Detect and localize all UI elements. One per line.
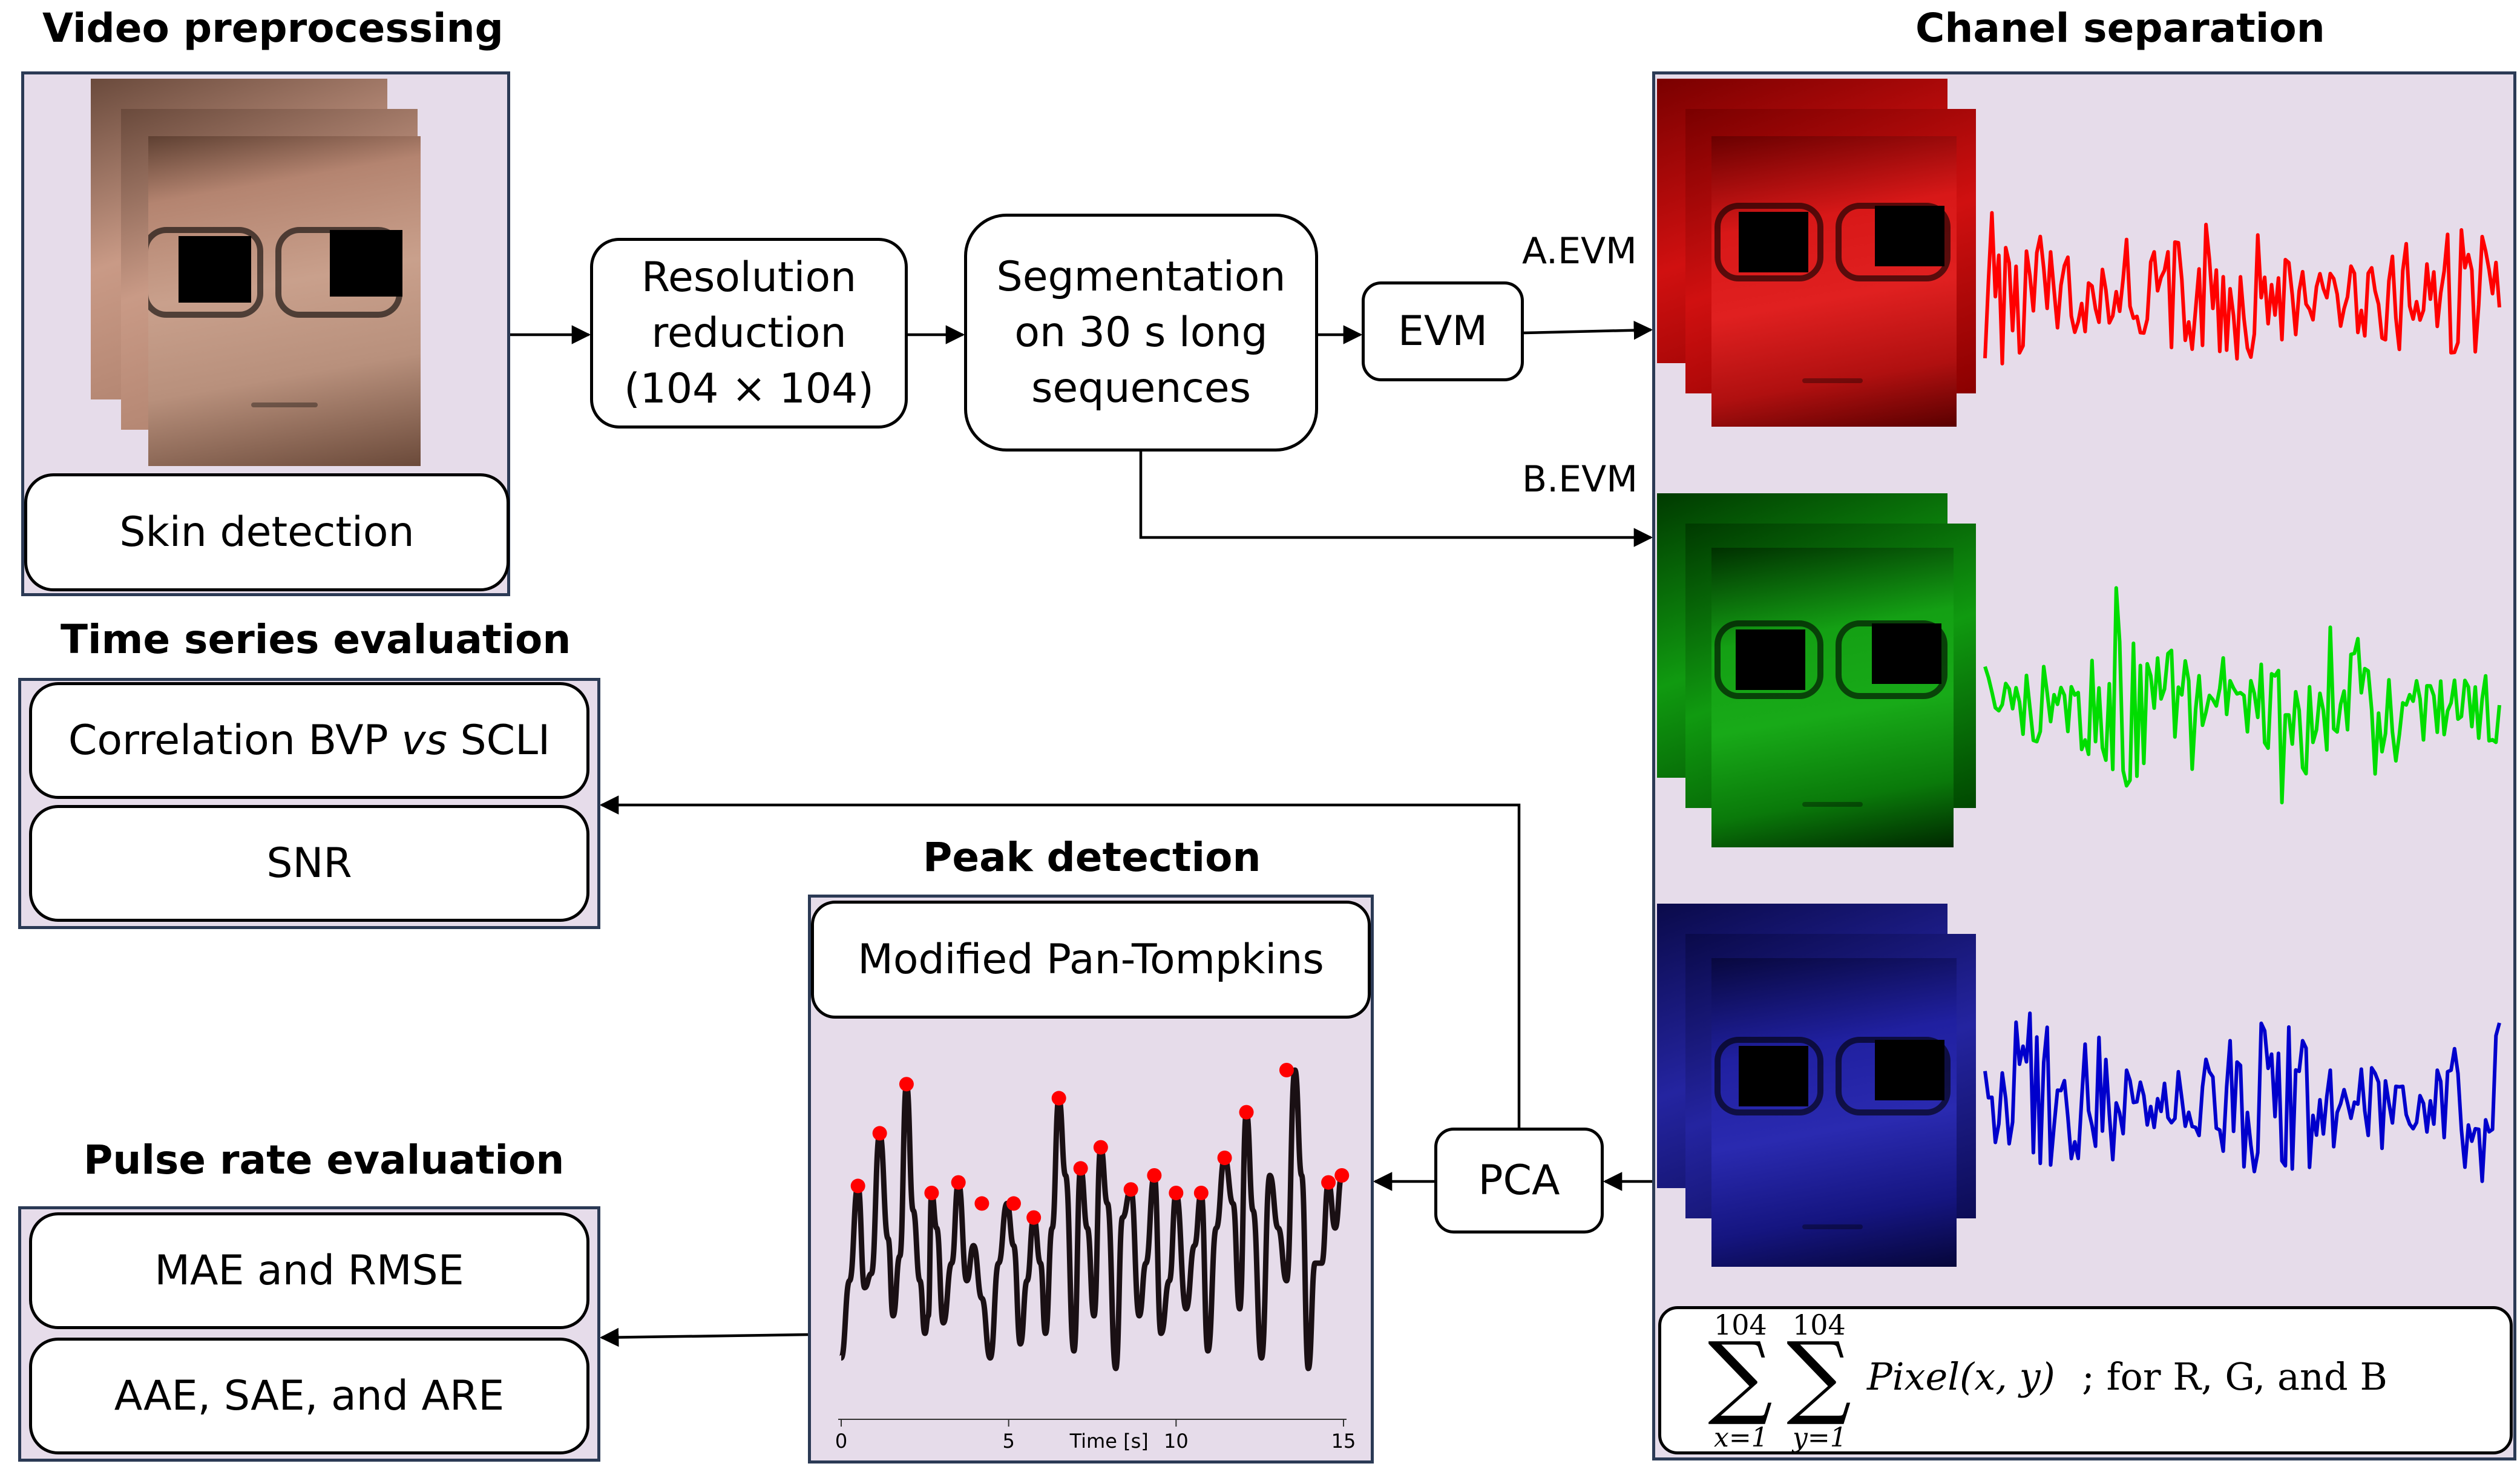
peak-marker: [924, 1186, 939, 1200]
red-channel-signal: [1983, 211, 2501, 366]
correlation-text-pre: Correlation BVP: [68, 716, 402, 764]
segmentation-line-3: sequences: [1031, 364, 1252, 412]
peak-x-tick-label: 0: [835, 1430, 847, 1453]
blue-face-frame-front: [1711, 958, 1957, 1267]
mae-rmse-box: MAE and RMSE: [29, 1212, 589, 1329]
formula-upper-limit-1: 104: [1714, 1309, 1767, 1341]
resolution-reduction-box: Resolution reduction (104 × 104): [590, 238, 908, 429]
edge-label-b-evm: B.EVM: [1522, 458, 1638, 501]
modified-pan-tompkins-box: Modified Pan-Tompkins: [811, 901, 1371, 1019]
red-face-frame-front: [1711, 136, 1957, 427]
formula-sigma-2: ∑: [1787, 1323, 1852, 1428]
peak-marker: [1169, 1186, 1184, 1200]
peak-detection-chart: 0 5 10 15 Time [s]: [835, 1063, 1356, 1453]
resolution-line-3: (104 × 104): [624, 364, 874, 413]
green-channel-signal: [1983, 586, 2501, 804]
peak-marker: [1147, 1168, 1162, 1183]
formula-lower-limit-1: x=1: [1714, 1422, 1768, 1453]
peak-marker: [1193, 1186, 1209, 1200]
green-face-frame-front: [1711, 548, 1954, 847]
peak-x-axis-label: Time [s]: [1069, 1430, 1149, 1453]
formula-lower-limit-2: y=1: [1793, 1422, 1847, 1453]
peak-marker: [899, 1077, 914, 1092]
blue-channel-signal: [1983, 1011, 2501, 1183]
evm-box: EVM: [1362, 281, 1524, 381]
resolution-line-1: Resolution: [641, 253, 857, 301]
peak-marker: [1051, 1091, 1066, 1106]
pca-box: PCA: [1434, 1128, 1604, 1234]
peak-marker: [1217, 1151, 1232, 1165]
title-channel-separation: Chanel separation: [1915, 5, 2325, 51]
title-video-preprocessing: Video preprocessing: [42, 5, 504, 51]
peak-marker: [1321, 1175, 1336, 1190]
correlation-bvp-scli-box: Correlation BVP vs SCLI: [29, 682, 589, 799]
peak-marker: [1279, 1063, 1294, 1077]
peak-signal-line: [838, 1067, 1345, 1372]
peak-marker: [974, 1196, 989, 1211]
title-pulse-rate-evaluation: Pulse rate evaluation: [84, 1137, 565, 1183]
peak-marker: [850, 1178, 865, 1194]
sig-blue-trace: [1983, 1011, 2501, 1183]
segmentation-line-1: Segmentation: [996, 252, 1286, 301]
peak-x-tick-label: 10: [1164, 1430, 1189, 1453]
title-time-series-evaluation: Time series evaluation: [61, 616, 571, 663]
formula-rgb-note: ; for R, G, and B: [2082, 1355, 2387, 1399]
formula-upper-limit-2: 104: [1793, 1309, 1846, 1341]
segmentation-line-2: on 30 s long: [1014, 308, 1268, 356]
peak-marker: [1093, 1140, 1108, 1155]
correlation-text-post: SCLI: [447, 716, 551, 764]
face-frame-front: [148, 136, 421, 466]
edge-label-a-evm: A.EVM: [1522, 230, 1637, 272]
peak-marker: [951, 1175, 966, 1190]
peak-marker: [1239, 1105, 1254, 1120]
peak-marker: [1334, 1168, 1350, 1183]
formula-pixel-expression: Pixel(x, y): [1867, 1355, 2055, 1399]
arrow-evm-to-channel: [1523, 320, 1653, 340]
sig-green-trace: [1983, 586, 2501, 804]
aae-sae-are-box: AAE, SAE, and ARE: [29, 1338, 589, 1454]
peak-x-tick-label: 15: [1331, 1430, 1356, 1453]
peak-marker: [1006, 1196, 1021, 1211]
title-peak-detection: Peak detection: [923, 834, 1261, 881]
resolution-line-2: reduction: [651, 309, 847, 357]
peak-marker: [1026, 1210, 1042, 1225]
arrow-peak-to-pulse-rate: [599, 1327, 809, 1347]
skin-detection-box: Skin detection: [24, 473, 510, 591]
pixel-sum-formula-box: [1658, 1306, 2513, 1454]
peak-marker: [1123, 1182, 1138, 1197]
sig-red-trace: [1983, 211, 2501, 366]
peak-x-tick-label: 5: [1002, 1430, 1014, 1453]
segmentation-box: Segmentation on 30 s long sequences: [964, 214, 1318, 452]
peak-marker: [872, 1126, 887, 1141]
correlation-text-vs: vs: [401, 716, 447, 764]
peak-marker: [1073, 1161, 1088, 1176]
snr-box: SNR: [29, 805, 589, 922]
formula-sigma-1: ∑: [1708, 1323, 1773, 1428]
